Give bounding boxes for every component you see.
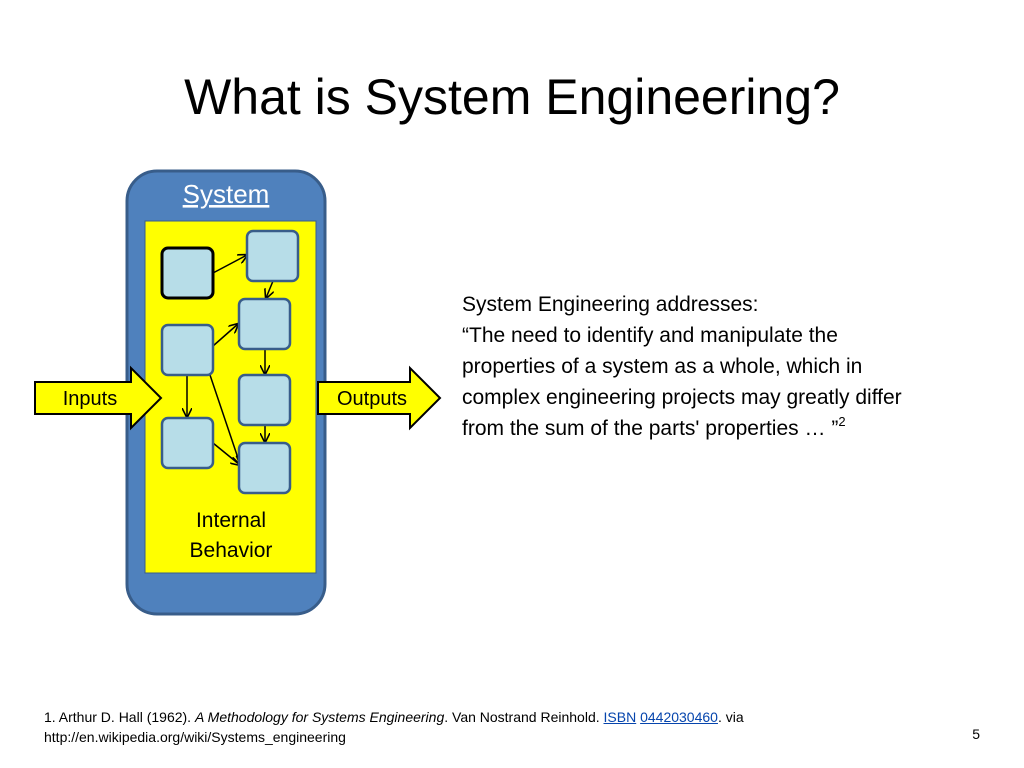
outputs-arrow — [317, 365, 442, 431]
internal-node-g — [237, 441, 292, 495]
footnote-book-title: A Methodology for Systems Engineering — [194, 709, 445, 725]
internal-node-e — [160, 416, 215, 470]
internal-node-d — [237, 297, 292, 351]
quote-line-3: properties of a system as a whole, which… — [462, 355, 863, 378]
quote-line-5: from the sum of the parts' properties … … — [462, 413, 982, 444]
internal-node-c — [160, 323, 215, 377]
isbn-link[interactable]: ISBN — [603, 709, 637, 725]
footnote-url: http://en.wikipedia.org/wiki/Systems_eng… — [44, 729, 346, 745]
internal-behavior-label-line2: Behavior — [190, 539, 273, 562]
footnote-via: . via — [717, 709, 744, 725]
slide-title: What is System Engineering? — [184, 69, 840, 125]
slide-number: 5 — [972, 726, 980, 742]
internal-behavior-label-line1: Internal — [196, 509, 266, 532]
internal-node-f — [237, 373, 292, 427]
quote-line-2: “The need to identify and manipulate the — [462, 324, 838, 347]
footnote: 1. Arthur D. Hall (1962). A Methodology … — [44, 707, 924, 747]
connector-a-to-b — [212, 255, 247, 274]
internal-node-b — [245, 229, 300, 283]
internal-connectors — [187, 255, 273, 465]
internal-nodes — [160, 229, 300, 495]
footnote-publisher: . Van Nostrand Reinhold. — [444, 709, 604, 725]
system-engineering-quote: System Engineering addresses: “The need … — [462, 289, 982, 444]
footnote-prefix: 1. Arthur D. Hall (1962). — [44, 709, 195, 725]
connector-c-to-g — [208, 371, 240, 464]
isbn-number-link[interactable]: 0442030460 — [640, 709, 718, 725]
outputs-label: Outputs — [337, 388, 407, 410]
connector-c-to-d — [212, 324, 238, 347]
inputs-arrow — [34, 365, 163, 431]
footnote-line-1: 1. Arthur D. Hall (1962). A Methodology … — [44, 707, 924, 727]
system-label: System — [183, 179, 270, 209]
internal-node-a — [160, 246, 215, 300]
quote-footnote-marker: 2 — [838, 414, 846, 429]
quote-line-1: System Engineering addresses: — [462, 293, 759, 316]
inputs-label: Inputs — [63, 388, 117, 410]
connector-b-to-d — [266, 280, 273, 298]
quote-line-5-text: from the sum of the parts' properties … … — [462, 417, 839, 440]
quote-line-4: complex engineering projects may greatly… — [462, 386, 902, 409]
